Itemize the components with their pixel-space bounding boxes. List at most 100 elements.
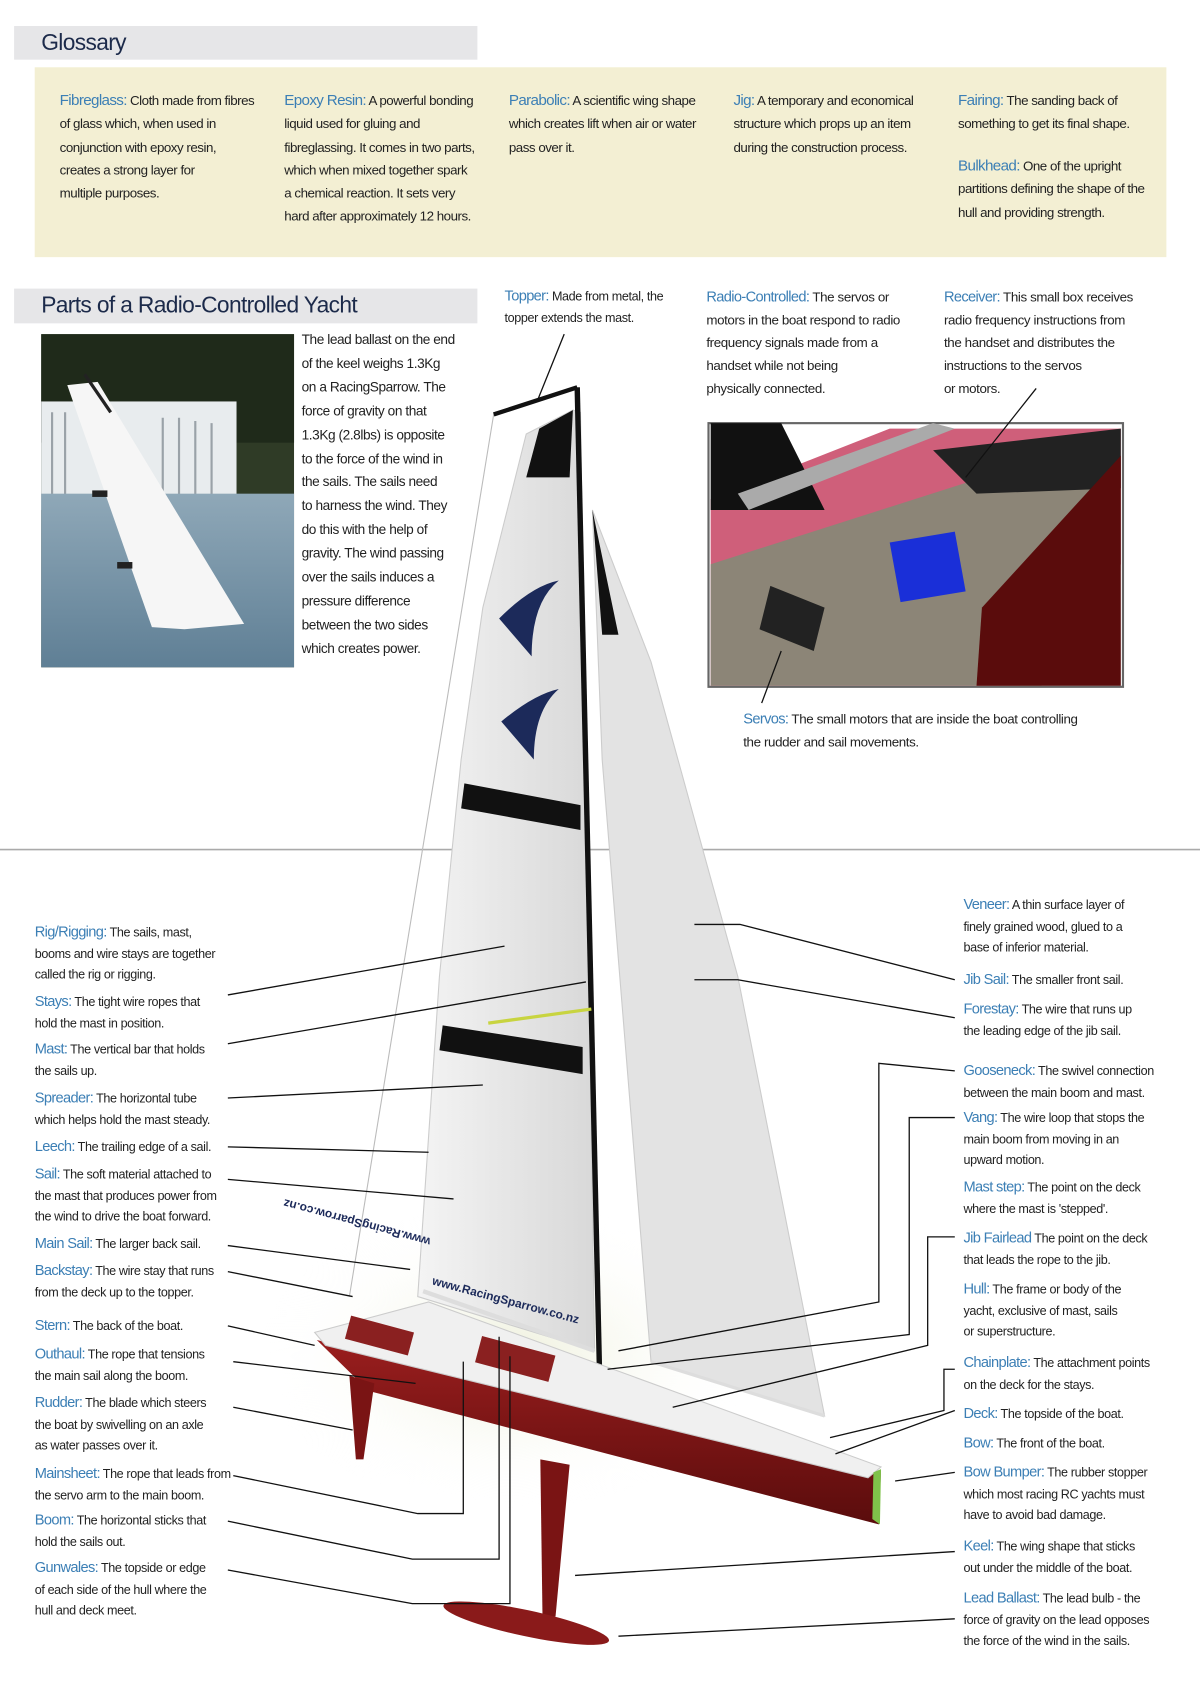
leader-lines xyxy=(227,333,1037,1637)
part-label: Stays: The tight wire ropes that hold th… xyxy=(35,991,252,1035)
part-description: The blade which steers the boat by swive… xyxy=(34,1396,207,1454)
part-label: Sail: The soft material attached to the … xyxy=(35,1163,252,1228)
part-label: Keel: The wing shape that sticks out und… xyxy=(963,1535,1191,1579)
part-term: Outhaul: xyxy=(34,1345,86,1362)
part-description: The tight wire ropes that hold the mast … xyxy=(34,994,201,1031)
part-label: Jib Sail: The smaller front sail. xyxy=(963,969,1191,991)
part-term: Mast step: xyxy=(963,1178,1025,1195)
part-description: The topside of the boat. xyxy=(997,1407,1124,1422)
part-label: Spreader: The horizontal tube which help… xyxy=(35,1087,252,1131)
part-description: The point on the deck that leads the rop… xyxy=(963,1231,1148,1267)
spreader xyxy=(488,1007,592,1025)
glossary-fairing: Fairing: The sanding back of something t… xyxy=(958,91,1130,132)
part-label: Mainsheet: The rope that leads from the … xyxy=(35,1463,252,1507)
part-term: Leech: xyxy=(34,1138,76,1155)
part-description: The point on the deck where the mast is … xyxy=(963,1180,1141,1216)
part-term: Deck: xyxy=(963,1405,998,1422)
part-label: Stern: The back of the boat. xyxy=(35,1315,252,1337)
rudder xyxy=(349,1375,375,1460)
part-label: Rudder: The blade which steers the boat … xyxy=(35,1392,252,1457)
glossary-header: Glossary xyxy=(14,26,478,60)
part-description: The sails, mast, booms and wire stays ar… xyxy=(34,925,216,983)
part-term: Chainplate: xyxy=(963,1354,1031,1371)
glossary-epoxy-resin: Epoxy Resin: A powerful bonding liquid u… xyxy=(284,91,475,225)
part-label: Veneer: A thin surface layer of finely g… xyxy=(963,894,1191,959)
part-term: Rig/Rigging: xyxy=(34,923,108,940)
part-term: Mast: xyxy=(34,1040,68,1057)
glossary-bulkhead: Bulkhead: One of the upright partitions … xyxy=(958,156,1145,220)
part-description: The larger back sail. xyxy=(92,1236,201,1252)
part-label: Jib Fairlead The point on the deck that … xyxy=(963,1227,1191,1271)
part-term: Backstay: xyxy=(34,1261,93,1279)
glossary-jig: Jig: A temporary and economical structur… xyxy=(733,91,914,155)
servo-inset-image xyxy=(707,422,1125,688)
part-term: Sail: xyxy=(34,1165,61,1182)
parts-header: Parts of a Radio-Controlled Yacht xyxy=(14,288,478,324)
part-description: The rope that tensions the main sail alo… xyxy=(34,1347,205,1383)
mast xyxy=(574,387,603,1395)
part-description: The horizontal sticks that hold the sail… xyxy=(34,1513,207,1549)
yacht-photo xyxy=(41,334,295,668)
part-label: Boom: The horizontal sticks that hold th… xyxy=(35,1509,252,1553)
part-description: The wire loop that stops the main boom f… xyxy=(963,1111,1145,1168)
part-description: The back of the boat. xyxy=(69,1319,184,1334)
part-term: Vang: xyxy=(963,1108,998,1126)
radio-controlled-label: Radio-Controlled: The servos or motors i… xyxy=(706,288,900,397)
intro-paragraph: The lead ballast on the end of the keel … xyxy=(301,332,456,657)
part-description: The rubber stopper which most racing RC … xyxy=(963,1465,1148,1523)
part-term: Veneer: xyxy=(963,896,1010,913)
part-label: Backstay: The wire stay that runs from t… xyxy=(35,1260,252,1304)
part-description: The swivel connection between the main b… xyxy=(963,1064,1154,1100)
part-term: Hull: xyxy=(963,1280,990,1297)
part-description: The rope that leads from the servo arm t… xyxy=(34,1466,231,1503)
part-label: Lead Ballast: The lead bulb - the force … xyxy=(963,1587,1191,1652)
keel xyxy=(540,1459,570,1617)
part-description: The wing shape that sticks out under the… xyxy=(963,1539,1135,1575)
part-label: Chainplate: The attachment points on the… xyxy=(963,1352,1191,1396)
part-term: Jib Sail: xyxy=(963,971,1009,988)
hull xyxy=(316,1339,882,1525)
part-term: Stays: xyxy=(34,992,72,1010)
part-description: The front of the boat. xyxy=(993,1436,1105,1451)
part-term: Gooseneck: xyxy=(963,1062,1036,1079)
part-label: Bow: The front of the boat. xyxy=(963,1432,1191,1454)
part-term: Mainsheet: xyxy=(34,1464,101,1482)
part-description: The topside or edge of each side of the … xyxy=(34,1561,207,1618)
part-label: Forestay: The wire that runs up the lead… xyxy=(963,998,1191,1042)
part-label: Bow Bumper: The rubber stopper which mos… xyxy=(963,1461,1191,1526)
part-label: Deck: The topside of the boat. xyxy=(963,1403,1191,1425)
part-term: Gunwales: xyxy=(34,1559,99,1576)
part-term: Jib Fairlead xyxy=(963,1229,1032,1246)
part-description: The wire stay that runs from the deck up… xyxy=(34,1264,214,1300)
part-term: Boom: xyxy=(34,1511,75,1528)
glossary-parabolic: Parabolic: A scientific wing shape which… xyxy=(508,91,697,155)
part-label: Vang: The wire loop that stops the main … xyxy=(963,1107,1191,1172)
part-term: Forestay: xyxy=(963,1000,1019,1017)
part-description: A thin surface layer of finely grained w… xyxy=(963,898,1125,956)
part-description: The horizontal tube which helps hold the… xyxy=(34,1091,211,1127)
part-description: The smaller front sail. xyxy=(1008,973,1124,988)
glossary-box xyxy=(34,67,1167,258)
part-term: Lead Ballast: xyxy=(963,1589,1040,1606)
servos-label: Servos: The small motors that are inside… xyxy=(743,710,1078,750)
topper-label: Topper: Made from metal, the topper exte… xyxy=(504,287,664,326)
part-label: Hull: The frame or body of the yacht, ex… xyxy=(963,1278,1191,1343)
part-term: Main Sail: xyxy=(34,1234,93,1252)
part-label: Main Sail: The larger back sail. xyxy=(35,1233,252,1255)
part-description: The attachment points on the deck for th… xyxy=(963,1356,1150,1392)
part-term: Spreader: xyxy=(34,1089,94,1106)
part-description: The vertical bar that holds the sails up… xyxy=(34,1042,205,1079)
part-term: Stern: xyxy=(34,1317,71,1334)
part-description: The soft material attached to the mast t… xyxy=(34,1167,217,1225)
part-label: Rig/Rigging: The sails, mast, booms and … xyxy=(35,921,252,986)
part-term: Bow: xyxy=(963,1434,994,1451)
part-label: Mast: The vertical bar that holds the sa… xyxy=(35,1038,252,1082)
part-label: Gooseneck: The swivel connection between… xyxy=(963,1060,1191,1104)
part-label: Gunwales: The topside or edge of each si… xyxy=(35,1557,252,1622)
receiver-label: Receiver: This small box receives radio … xyxy=(943,288,1133,397)
part-label: Mast step: The point on the deck where t… xyxy=(963,1176,1191,1220)
boom xyxy=(422,1289,596,1353)
part-description: The frame or body of the yacht, exclusiv… xyxy=(963,1282,1122,1340)
